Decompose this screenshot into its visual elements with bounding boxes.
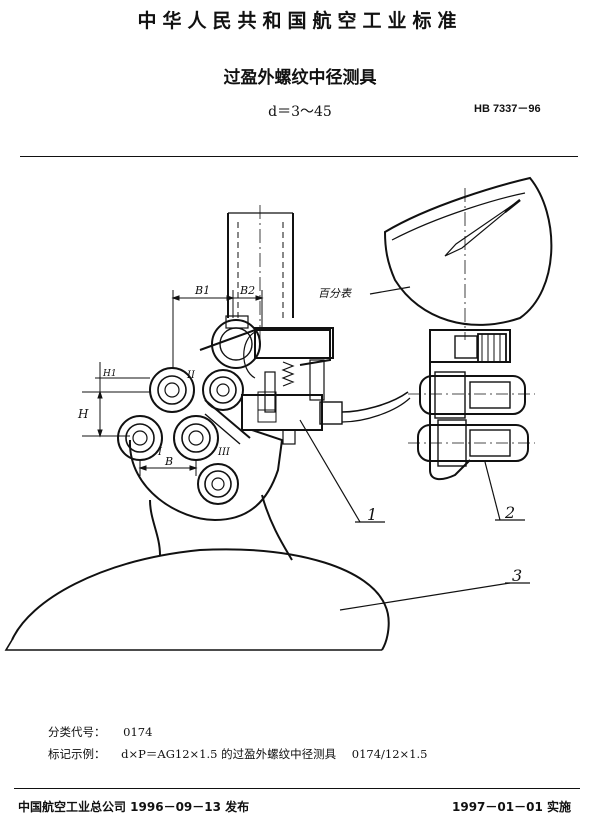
document-title: 过盈外螺纹中径测具: [223, 68, 377, 88]
gauge-label: 百分表: [318, 287, 352, 300]
dimension-b: [138, 460, 198, 476]
marking-text: d×P＝AG12×1.5 的过盈外螺纹中径测具: [121, 747, 337, 761]
roller-1-label: I: [157, 447, 163, 458]
roller-II-left: [149, 367, 195, 413]
dim-h1-label: H1: [102, 369, 117, 379]
classification-row: 分类代号： 0174: [48, 724, 152, 740]
effective-line: 1997－01－01 实施: [452, 800, 571, 814]
callout-3: 3: [512, 566, 522, 585]
marking-code: 0174/12×1.5: [351, 747, 428, 761]
roller-top: [211, 315, 261, 369]
classification-label: 分类代号：: [48, 725, 106, 739]
column-stem: [227, 205, 294, 340]
dial-gauge: [383, 176, 553, 340]
header-rule: [20, 156, 578, 157]
roller-3-label: III: [217, 447, 231, 458]
roller-II-right: [202, 369, 244, 411]
roller-2-label: II: [186, 370, 196, 381]
dim-b2-label: B2: [239, 284, 255, 297]
roller-I: [117, 415, 163, 461]
roller-III-lower: [197, 463, 239, 505]
dim-h-label: H: [77, 407, 89, 421]
stand-base: [4, 494, 390, 651]
callout-1: 1: [367, 505, 377, 524]
side-view-holder: [408, 329, 535, 481]
issuer-line: 中国航空工业总公司 1996－09－13 发布: [18, 800, 250, 814]
size-range: d＝3～45: [268, 104, 332, 120]
callout-2: 2: [504, 503, 515, 522]
gauge-body: [128, 327, 411, 522]
standard-name: 中华人民共和国航空工业标准: [137, 10, 463, 32]
dimension-h-h1: [82, 362, 150, 438]
roller-III-upper: [173, 415, 219, 461]
classification-code: 0174: [123, 725, 153, 739]
dimension-b1-b2: [171, 290, 264, 368]
standard-number: HB 7337－96: [474, 103, 541, 115]
footer-rule: [14, 788, 580, 789]
marking-label: 标记示例：: [48, 747, 106, 761]
dim-b-label: B: [164, 455, 173, 468]
marking-row: 标记示例： d×P＝AG12×1.5 的过盈外螺纹中径测具 0174/12×1.…: [48, 746, 427, 762]
dim-b1-label: B1: [194, 284, 210, 297]
